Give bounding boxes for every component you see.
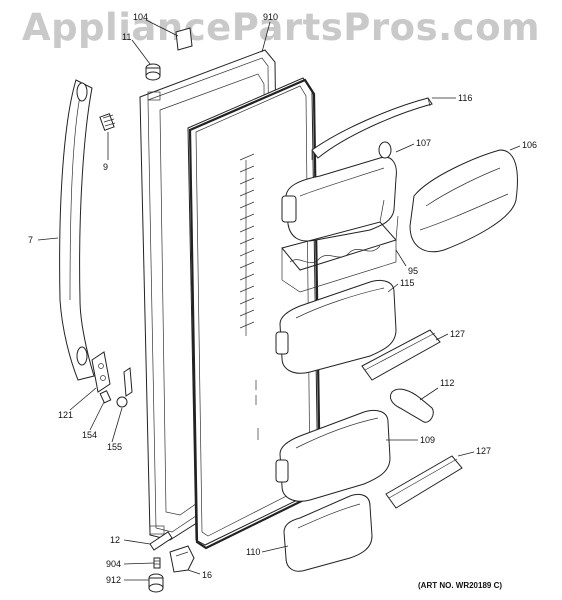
bushing-11: [145, 63, 161, 81]
callout-910: 910: [263, 12, 278, 22]
hinge-cover-104: [175, 27, 193, 51]
callout-104: 104: [133, 12, 148, 22]
door-bin-109: [275, 409, 391, 502]
callout-121: 121: [58, 410, 73, 420]
watermark: AppliancePartsPros.com: [21, 6, 541, 49]
bin-trim-127-lower: [385, 455, 463, 509]
screw-9: [99, 113, 116, 131]
callout-155: 155: [107, 442, 122, 452]
hinge-16: [169, 545, 195, 573]
door-bin-110: [283, 493, 373, 572]
art-number: (ART NO. WR20189 C): [418, 581, 503, 590]
door-bin-115: [275, 279, 397, 374]
callout-labels: 104 11 910 9 7 116 107 106 95 115 127 11…: [28, 12, 537, 585]
callout-112: 112: [440, 378, 454, 388]
callout-95: 95: [408, 266, 418, 276]
callout-7: 7: [28, 235, 33, 245]
dairy-door-106: [409, 149, 518, 253]
callout-107: 107: [416, 138, 431, 148]
callout-16: 16: [202, 570, 212, 580]
callout-127-lower: 127: [476, 446, 491, 456]
door-handle-7: [59, 79, 95, 381]
callout-912: 912: [106, 575, 121, 585]
dairy-bin-107: [281, 141, 397, 242]
wire-rack-95: [281, 199, 399, 293]
callout-904: 904: [106, 559, 121, 569]
callout-154: 154: [82, 430, 97, 440]
leader-lines: [37, 19, 521, 581]
shelf-trim-116: [311, 97, 433, 160]
callout-9: 9: [103, 162, 108, 172]
callout-109: 109: [420, 435, 435, 445]
liner-shelf-rails: [239, 153, 259, 440]
hinge-plate-12: [149, 531, 173, 551]
stop-155: [116, 367, 133, 408]
callout-110: 110: [246, 547, 260, 557]
callout-115: 115: [400, 278, 414, 288]
screw-154: [99, 390, 112, 404]
callout-116: 116: [458, 93, 472, 103]
callout-106: 106: [522, 140, 537, 150]
callout-127-upper: 127: [450, 329, 465, 339]
bin-trim-127-upper: [361, 329, 441, 381]
callout-11: 11: [122, 32, 131, 42]
callout-12: 12: [110, 535, 120, 545]
bushing-912: [148, 573, 164, 593]
bin-clip-112: [389, 388, 434, 423]
screw-904: [153, 557, 161, 569]
hinge-121: [91, 351, 111, 393]
